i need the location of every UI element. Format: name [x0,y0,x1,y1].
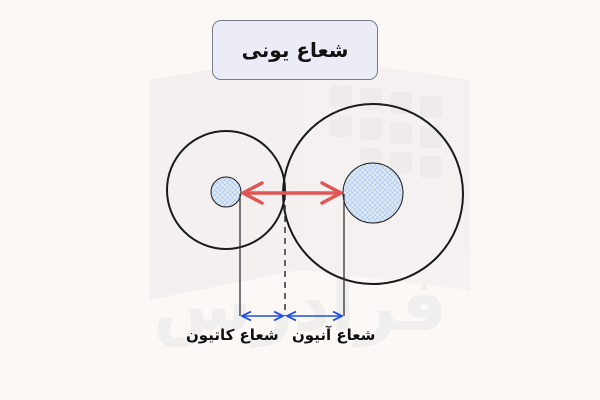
cation-radius-label: شعاع کاتیون [186,326,279,344]
anion-radius-label: شعاع آنیون [292,326,376,344]
cation-atom-circle [166,130,286,250]
title-box: شعاع یونی [212,20,378,80]
anion-ion [342,162,404,224]
page-title: شعاع یونی [241,38,349,62]
double-arrow-icon [241,181,343,205]
watermark-text: فرادرس [153,263,447,348]
cation-ion [210,176,242,208]
